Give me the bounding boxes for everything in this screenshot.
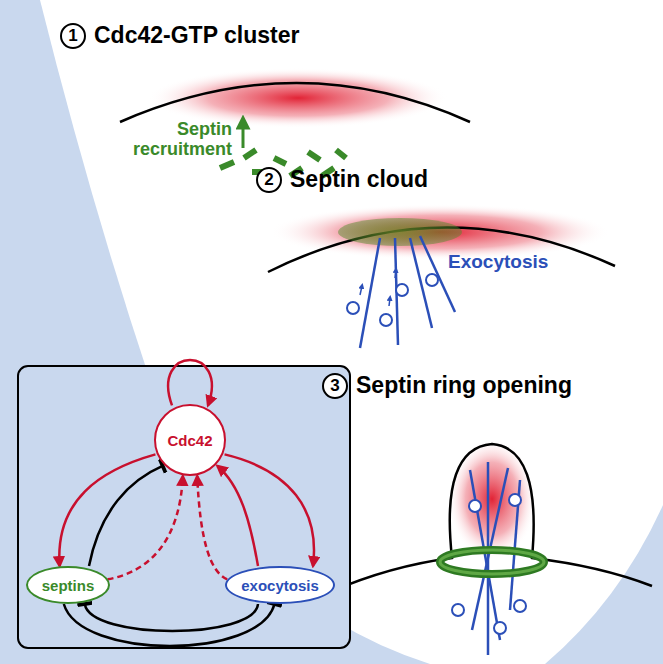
septin-ring	[440, 550, 544, 574]
vesicle-arrows	[360, 270, 396, 306]
septin-cloud	[338, 218, 462, 246]
inset-box	[18, 366, 350, 648]
activation-connector	[217, 466, 258, 566]
recruit-arrow	[242, 122, 245, 148]
step-heading: 3 Septin ring opening	[322, 372, 572, 399]
activation-connector	[197, 476, 227, 579]
vesicles	[347, 274, 438, 326]
activation-connector	[168, 360, 212, 405]
node-label: septins	[42, 577, 95, 594]
vesicles	[452, 494, 526, 634]
step-title: Cdc42-GTP cluster	[94, 22, 299, 49]
exocytosis-label: Exocytosis	[448, 252, 568, 273]
activation-connector	[59, 454, 155, 566]
recruitment-label: Septin recruitment	[112, 120, 232, 160]
cables	[470, 462, 520, 655]
activation-connector	[107, 476, 182, 579]
membrane	[120, 83, 470, 122]
step-title: Septin ring opening	[356, 372, 572, 399]
step-number: 1	[60, 23, 86, 49]
node-label: Cdc42	[167, 432, 212, 449]
step-heading: 1 Cdc42-GTP cluster	[60, 22, 299, 49]
membrane	[330, 444, 652, 592]
cdc42-glow	[270, 204, 610, 260]
step-title: Septin cloud	[290, 166, 428, 193]
activation-connector	[225, 454, 314, 566]
septin-ring	[440, 550, 544, 574]
node-circle: Cdc42	[154, 404, 226, 476]
step-heading: 2 Septin cloud	[256, 166, 428, 193]
node-ellipse: septins	[26, 566, 110, 604]
node-label: exocytosis	[241, 577, 319, 594]
inhibition-connector	[85, 604, 258, 631]
inhibition-connector	[64, 604, 275, 646]
node-ellipse: exocytosis	[225, 566, 335, 604]
cables	[360, 236, 455, 348]
step-number: 2	[256, 167, 282, 193]
inhibition-connector	[89, 466, 163, 566]
step-number: 3	[322, 373, 348, 399]
